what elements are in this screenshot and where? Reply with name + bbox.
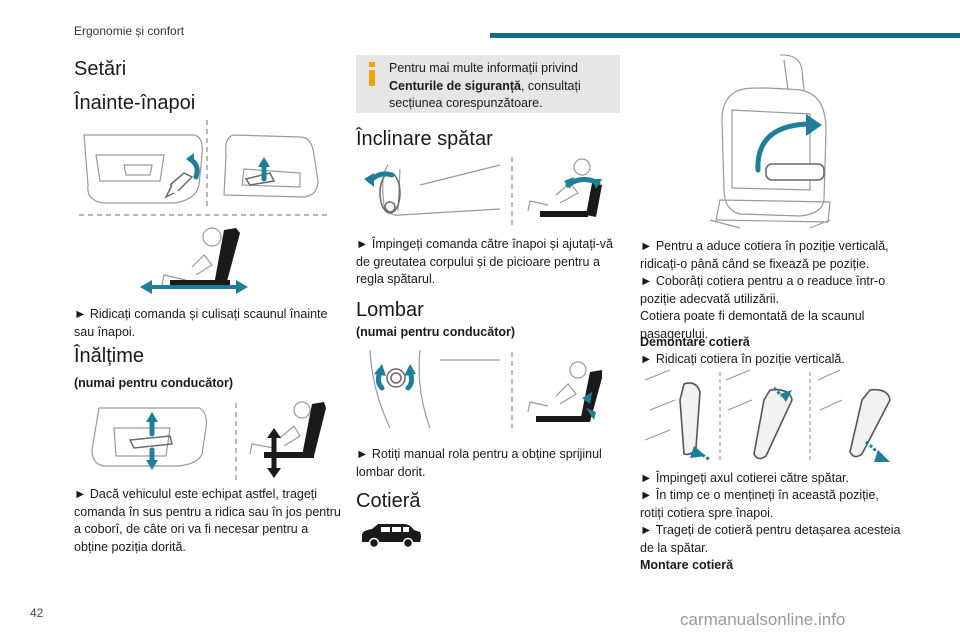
info-icon — [369, 62, 375, 86]
car-silhouette-icon — [362, 524, 421, 549]
inaltime-instruction: ► Dacă vehiculul este echipat astfel, tr… — [74, 487, 341, 554]
heading-inaltime: Înălțime — [74, 345, 145, 367]
cotiera-p2: ► Coborâți cotiera pentru a o readuce în… — [640, 274, 886, 306]
armrest-removal-illustration — [644, 369, 891, 462]
heading-lombar: Lombar — [356, 299, 424, 321]
section-title-setari: Setări — [74, 58, 127, 80]
cotiera-p4: ► Ridicați cotiera în poziție verticală. — [640, 352, 845, 366]
lombar-instruction: ► Rotiți manual rola pentru a obține spr… — [356, 447, 602, 479]
info-text: Pentru mai multe informații privind Cent… — [389, 60, 611, 113]
heading-inainte-inapoi: Înainte-înapoi — [74, 92, 196, 114]
page-number: 42 — [30, 606, 44, 620]
demontare-heading: Demontare cotieră — [640, 335, 750, 349]
seat-height-illustration — [91, 401, 326, 483]
lumbar-illustration — [369, 349, 602, 429]
heading-inclinare: Înclinare spătar — [356, 128, 493, 150]
info-box — [356, 55, 620, 113]
cotiera-p1: ► Pentru a aduce cotiera în poziție vert… — [640, 239, 889, 271]
running-header: Ergonomie și confort — [74, 24, 185, 38]
watermark: carmanualsonline.info — [680, 610, 846, 629]
lombar-subtitle: (numai pentru conducător) — [356, 325, 516, 339]
cotiera-p7: ► Trageți de cotieră pentru detașarea ac… — [640, 523, 901, 555]
header-accent-bar — [490, 33, 960, 38]
armrest-raise-illustration — [709, 54, 831, 229]
seat-fore-aft-illustration — [79, 120, 329, 294]
heading-cotiera: Cotieră — [356, 490, 421, 512]
montare-heading: Montare cotieră — [640, 558, 734, 572]
inclinare-instruction: ► Împingeți comanda către înapoi și ajut… — [356, 237, 613, 286]
inaltime-subtitle: (numai pentru conducător) — [74, 376, 234, 390]
cotiera-p5: ► Împingeți axul cotierei către spătar. — [640, 471, 849, 485]
cotiera-p6: ► În timp ce o mențineți în această pozi… — [640, 488, 879, 520]
info-text-post: , consultați secțiunea corespunzătoare. — [389, 78, 581, 111]
info-text-pre: Pentru mai multe informații privind — [389, 61, 578, 75]
backrest-recline-illustration — [364, 157, 602, 225]
inainte-instruction: ► Ridicați comanda și culisați scaunul î… — [74, 307, 328, 339]
info-link-centurile: Centurile de siguranță — [389, 78, 521, 93]
cotiera-p3: Cotiera poate fi demontată de la scaunul… — [640, 309, 865, 341]
